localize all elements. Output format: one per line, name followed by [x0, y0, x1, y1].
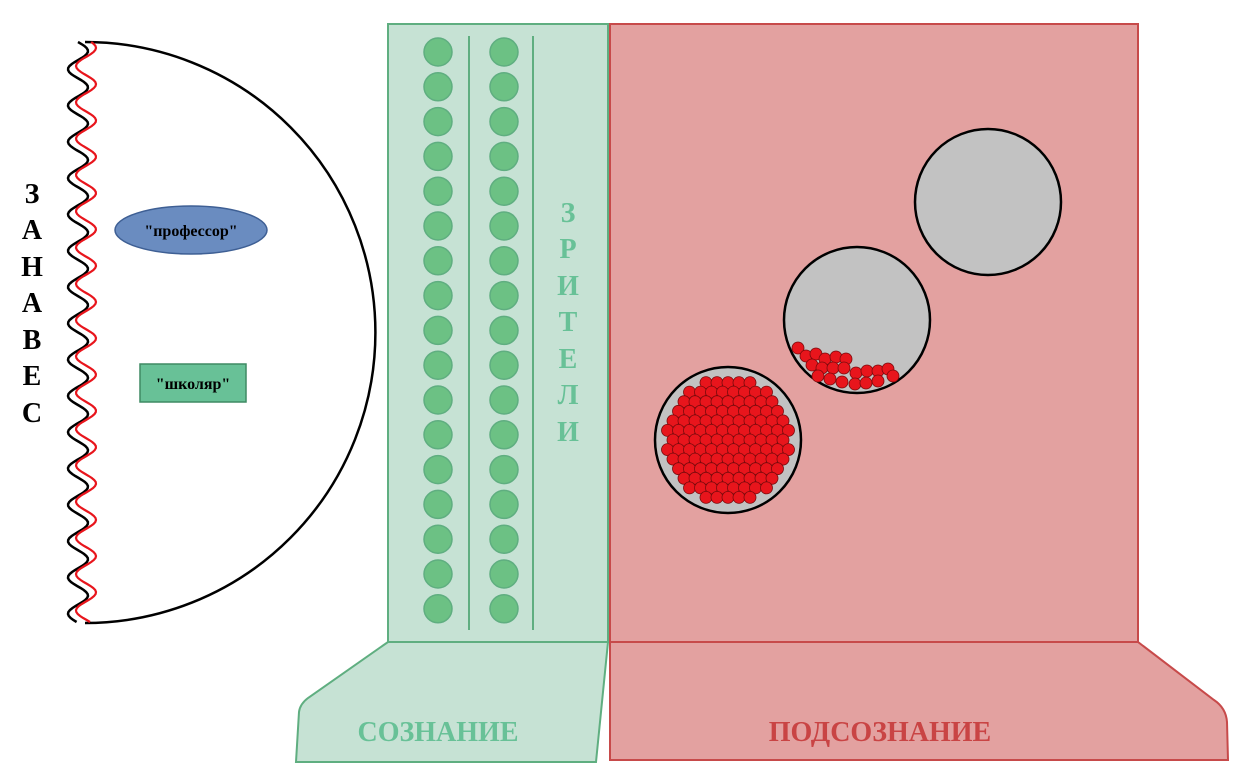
spectators-letter: И	[557, 271, 579, 302]
spectator-seat	[423, 594, 453, 624]
spectator-seat	[489, 524, 519, 554]
memory-ball	[765, 471, 779, 485]
spectator-seat	[423, 141, 453, 172]
curtain-letter: С	[22, 398, 42, 429]
spectator-seat	[489, 454, 519, 485]
memory-ball	[765, 395, 779, 409]
spectator-seat	[489, 350, 519, 380]
spectator-seat	[489, 559, 519, 589]
curtain-letter: А	[22, 215, 43, 246]
spectator-seat	[423, 315, 453, 346]
scholar-label: "школяр"	[156, 376, 231, 393]
spectator-seats	[423, 37, 519, 624]
spectator-seat	[423, 106, 453, 137]
memory-ball	[771, 462, 784, 476]
memory-ball	[782, 423, 795, 437]
memory-ball	[823, 372, 837, 386]
spectator-seat	[489, 315, 519, 346]
memory-ball	[848, 377, 862, 391]
memory-ball	[835, 375, 849, 389]
spectator-seat	[423, 350, 453, 380]
spectator-seat	[423, 454, 453, 485]
professor-ellipse: "профессор"	[114, 205, 268, 255]
spectators-letter: Р	[559, 234, 576, 265]
memory-ball	[710, 490, 724, 504]
spectator-seat	[423, 489, 453, 520]
spectator-seat	[423, 385, 453, 415]
memory-ball	[699, 490, 713, 504]
curtain-letter: Е	[23, 361, 42, 392]
spectator-seat	[423, 37, 453, 67]
curtain-letter: А	[22, 288, 43, 319]
memory-ball	[776, 433, 790, 447]
spectator-seat	[489, 246, 519, 276]
consciousness-zone: З Р И Т Е Л И СОЗНАНИЕ	[294, 23, 610, 763]
memory-ball	[760, 481, 773, 495]
spectator-seat	[423, 176, 453, 206]
professor-label: "профессор"	[144, 223, 237, 240]
memory-ball	[860, 364, 874, 378]
memory-ball	[782, 443, 795, 457]
curtain-letter: З	[25, 179, 40, 210]
spectators-letter: Е	[559, 344, 578, 375]
memory-ball	[760, 385, 773, 399]
memory-balls-partial	[791, 341, 900, 391]
memory-ball	[811, 369, 825, 383]
empty-sphere	[913, 127, 1063, 277]
spectators-letter: И	[557, 417, 579, 448]
spectator-seat	[423, 211, 453, 241]
spectator-seat	[489, 72, 519, 102]
curtain-wave-black	[66, 40, 90, 624]
stage: З А Н А В Е С "профессор" "школяр"	[21, 40, 377, 625]
memory-ball	[776, 414, 790, 428]
subconscious-label: ПОДСОЗНАНИЕ	[769, 717, 991, 748]
spectator-seat	[489, 489, 519, 520]
spectators-letter: Т	[559, 307, 578, 338]
memory-ball	[776, 452, 790, 466]
spectator-seat	[423, 246, 453, 276]
curtain-label: З А Н А В Е С	[21, 179, 43, 429]
memory-ball	[721, 490, 735, 504]
spectator-seat	[489, 594, 519, 624]
memory-ball	[871, 374, 885, 388]
spectator-seat	[489, 141, 519, 172]
memory-ball	[837, 361, 851, 375]
spectator-seat	[489, 176, 519, 206]
curtain-wave-red	[74, 41, 98, 623]
spectators-letter: Л	[558, 380, 579, 411]
subconscious-zone: ПОДСОЗНАНИЕ	[609, 23, 1230, 761]
memory-ball	[791, 341, 805, 355]
consciousness-base	[294, 641, 610, 763]
spectator-seat	[489, 106, 519, 137]
memory-ball	[849, 366, 863, 380]
spectator-seat	[489, 211, 519, 241]
memory-ball	[771, 404, 784, 418]
spectator-seat	[489, 385, 519, 415]
spectator-seat	[423, 280, 453, 311]
memory-ball	[826, 361, 840, 375]
subconscious-base	[609, 641, 1230, 761]
memory-ball	[732, 490, 746, 504]
memory-ball	[743, 490, 757, 504]
curtain-letter: В	[23, 325, 42, 356]
stage-arc	[84, 40, 377, 625]
spectator-seat	[423, 72, 453, 102]
memory-ball	[859, 376, 873, 390]
consciousness-label: СОЗНАНИЕ	[357, 717, 518, 748]
spectator-seat	[489, 420, 519, 450]
curtain-letter: Н	[21, 252, 43, 283]
spectator-seat	[489, 37, 519, 67]
memory-ball	[886, 369, 900, 383]
spectator-seat	[423, 559, 453, 589]
spectator-seat	[489, 280, 519, 311]
spectator-seat	[423, 420, 453, 450]
spectators-label: З Р И Т Е Л И	[557, 198, 579, 448]
memory-balls-full	[661, 376, 795, 504]
memory-ball	[683, 481, 696, 495]
spectator-seat	[423, 524, 453, 554]
memory-ball	[743, 376, 757, 390]
scholar-box: "школяр"	[139, 363, 247, 403]
spectators-letter: З	[561, 198, 576, 229]
